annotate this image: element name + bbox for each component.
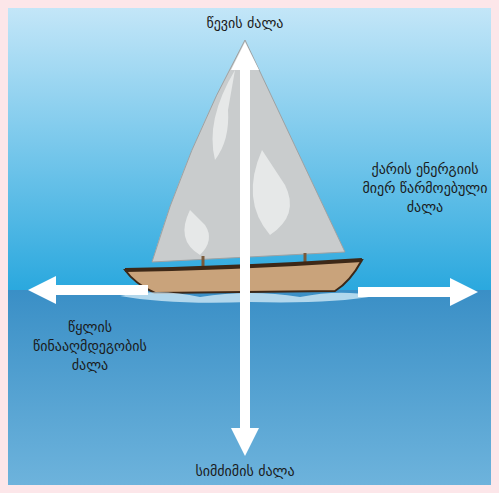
force-arrowhead: [231, 42, 259, 70]
force-arrow-shaft: [54, 285, 148, 295]
force-label: სიმძიმის ძალა: [165, 462, 325, 481]
force-label: წყლის წინააღმდეგობის ძალა: [31, 318, 149, 375]
force-label: წევის ძალა: [165, 14, 325, 33]
force-label: ქარის ენერგიის მიერ წარმოებული ძალა: [355, 160, 495, 217]
sail-highlight: [213, 70, 236, 160]
sail-highlight: [184, 210, 209, 255]
sail-highlight: [253, 150, 290, 235]
force-arrow-shaft: [358, 287, 452, 297]
force-arrowhead: [28, 276, 56, 304]
force-arrowhead: [450, 278, 478, 306]
force-arrow-shaft: [240, 68, 250, 430]
force-arrowhead: [231, 428, 259, 456]
